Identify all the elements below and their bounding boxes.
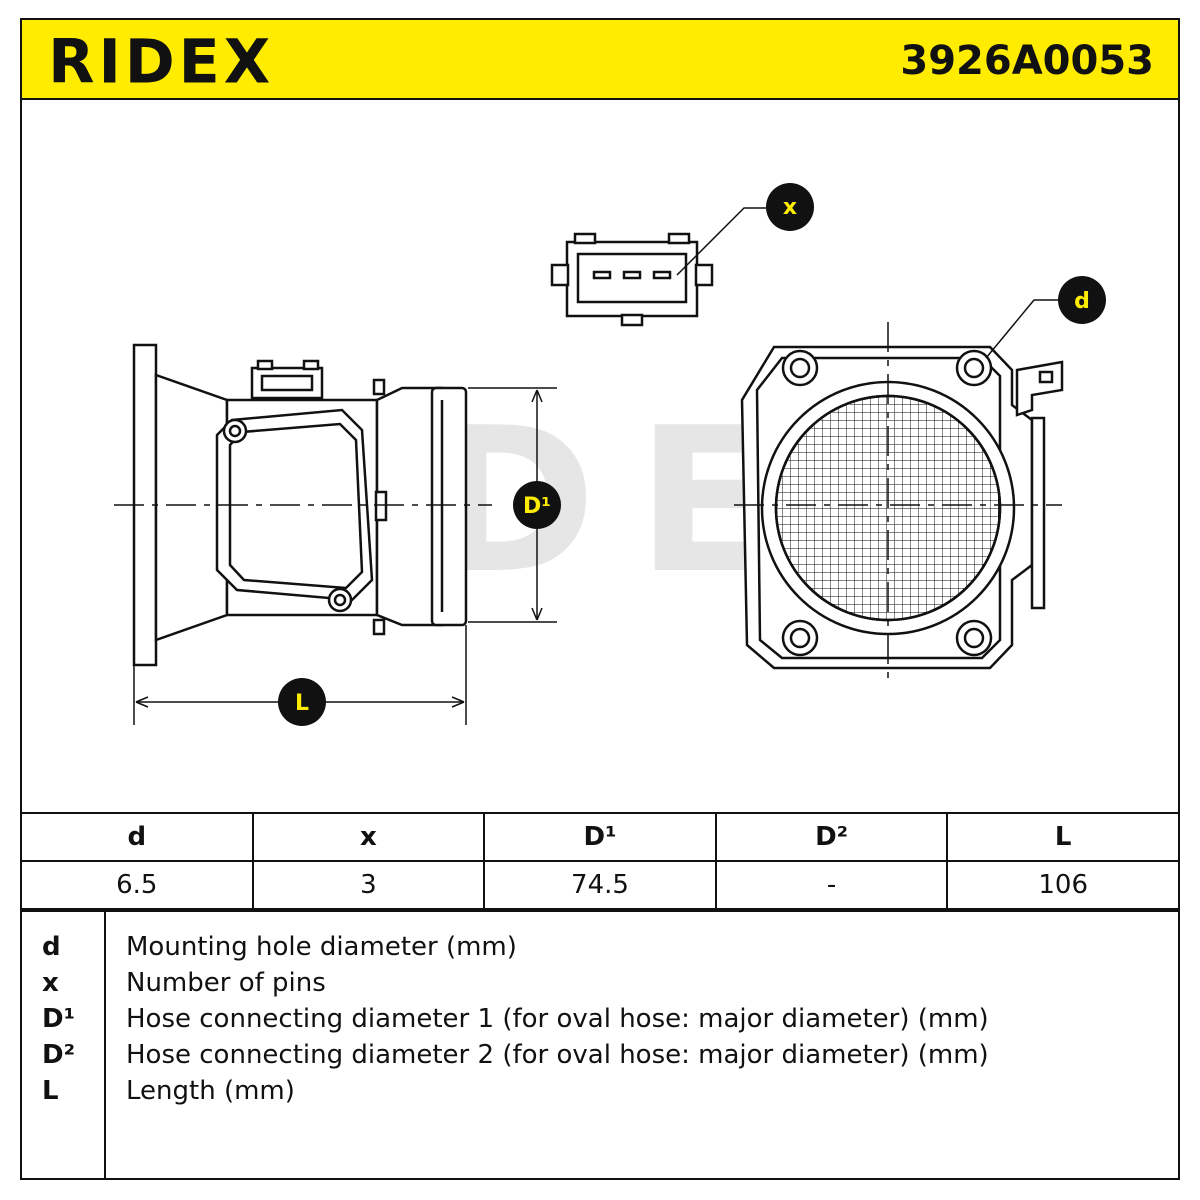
front-connector-pin xyxy=(1038,370,1054,384)
screw-bottom-inner xyxy=(333,593,347,607)
legend-desc: Mounting hole diameter (mm) xyxy=(126,932,517,962)
legend-box: d Mounting hole diameter (mm) x Number o… xyxy=(20,910,1180,1180)
screw-top-icon xyxy=(222,418,248,444)
screw-bottom-icon xyxy=(327,587,353,613)
connector-bottom-tab xyxy=(620,313,644,327)
d1-arrow-top xyxy=(531,389,543,403)
mount-hole-tr-inner xyxy=(963,357,985,379)
table-cell: 3 xyxy=(251,860,486,910)
d1-arrow-bottom xyxy=(531,607,543,621)
side-outlet-ring xyxy=(430,386,468,627)
connector-pin-2 xyxy=(622,270,642,280)
x-badge xyxy=(766,183,814,231)
legend-key: D¹ xyxy=(42,1004,75,1034)
legend-item: D² Hose connecting diameter 2 (for oval … xyxy=(22,1040,1178,1076)
x-label: x xyxy=(783,195,797,220)
mount-hole-br xyxy=(955,619,993,657)
table-header-cell: d xyxy=(20,812,254,862)
table-header-cell: L xyxy=(946,812,1180,862)
l-arrow-left xyxy=(135,696,149,708)
side-clip-top xyxy=(372,378,386,396)
connector-side-right xyxy=(694,263,714,287)
connector-pin-1 xyxy=(592,270,612,280)
legend-desc: Length (mm) xyxy=(126,1076,295,1106)
legend-key: L xyxy=(42,1076,59,1106)
connector-side-left xyxy=(550,263,570,287)
mount-hole-tl-inner xyxy=(789,357,811,379)
mount-hole-bl xyxy=(781,619,819,657)
side-clip-bottom xyxy=(372,618,386,636)
technical-drawing: RIDEX D¹ xyxy=(114,183,1106,726)
front-view xyxy=(740,345,1064,670)
mount-hole-tl xyxy=(781,349,819,387)
table-header-cell: D² xyxy=(714,812,949,862)
side-clip-middle xyxy=(374,490,388,522)
connector-pin-3 xyxy=(652,270,672,280)
table-cell: 6.5 xyxy=(20,860,254,910)
legend-desc: Hose connecting diameter 1 (for oval hos… xyxy=(126,1004,989,1034)
mount-hole-br-inner xyxy=(963,627,985,649)
mount-hole-tr xyxy=(955,349,993,387)
part-number: 3926A0053 xyxy=(900,38,1154,84)
connector-tab-left xyxy=(573,232,597,245)
l-label: L xyxy=(295,691,309,716)
x-leader-line xyxy=(676,207,766,276)
d1-badge xyxy=(513,481,561,529)
side-connector-tab-right xyxy=(302,359,320,371)
side-connector-tab-left xyxy=(256,359,274,371)
d-leader-line xyxy=(985,299,1058,359)
legend-key: d xyxy=(42,932,61,962)
side-connector-slot xyxy=(260,374,314,392)
legend-item: D¹ Hose connecting diameter 1 (for oval … xyxy=(22,1004,1178,1040)
mount-hole-bl-inner xyxy=(789,627,811,649)
table-cell: 74.5 xyxy=(483,860,717,910)
legend-desc: Hose connecting diameter 2 (for oval hos… xyxy=(126,1040,989,1070)
table-cell: 106 xyxy=(946,860,1180,910)
table-header-cell: x xyxy=(251,812,486,862)
legend-item: x Number of pins xyxy=(22,968,1178,1004)
d-badge xyxy=(1058,276,1106,324)
sensor-housing-inner xyxy=(228,422,364,590)
connector-tab-right xyxy=(667,232,691,245)
brand-name: RIDEX xyxy=(48,27,274,94)
dimensions-table: d x D¹ D² L 6.5 3 74.5 - 106 xyxy=(20,812,1180,910)
l-badge xyxy=(278,678,326,726)
legend-key: x xyxy=(42,968,59,998)
side-view xyxy=(132,343,468,667)
table-cell: - xyxy=(714,860,949,910)
table-header-row: d x D¹ D² L xyxy=(20,812,1180,862)
screw-top-inner xyxy=(228,424,242,438)
legend-key: D² xyxy=(42,1040,75,1070)
legend-item: L Length (mm) xyxy=(22,1076,1178,1112)
legend-divider xyxy=(104,912,106,1178)
ridex-logo: RIDEX xyxy=(48,27,274,94)
l-arrow-right xyxy=(451,696,465,708)
front-connector xyxy=(1015,360,1064,417)
front-side-rail xyxy=(1030,416,1046,610)
connector-detail xyxy=(550,232,714,327)
table-row: 6.5 3 74.5 - 106 xyxy=(20,860,1180,910)
d-label: d xyxy=(1074,289,1090,314)
header-bar: RIDEX 3926A0053 xyxy=(20,18,1180,100)
table-header-cell: D¹ xyxy=(483,812,717,862)
legend-item: d Mounting hole diameter (mm) xyxy=(22,932,1178,968)
d1-label: D¹ xyxy=(523,494,551,519)
legend-desc: Number of pins xyxy=(126,968,326,998)
side-connector xyxy=(250,366,324,400)
